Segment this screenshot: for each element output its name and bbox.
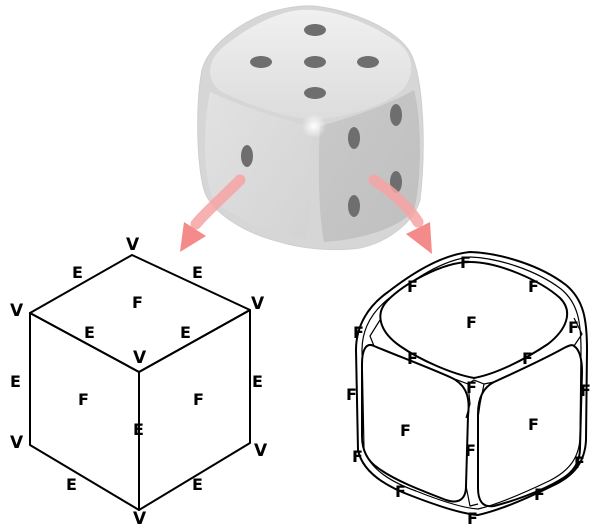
cube-left-face — [29, 312, 140, 511]
pip — [390, 104, 402, 126]
face-label: F — [522, 349, 533, 368]
edge-label: E — [66, 475, 77, 494]
bevel-line — [573, 317, 583, 347]
vertex-label: V — [251, 294, 265, 314]
die-image — [197, 5, 424, 251]
bevel-line — [369, 319, 381, 347]
vertex-label: V — [254, 441, 268, 461]
face-label: F — [132, 293, 143, 312]
face-label: F — [580, 381, 591, 400]
face-label: F — [400, 421, 411, 440]
pip — [250, 56, 272, 68]
pip — [357, 56, 379, 68]
bevel-line — [465, 383, 471, 419]
face-label: F — [528, 277, 539, 296]
face-label: F — [466, 378, 477, 397]
face-label: F — [407, 277, 418, 296]
rounded-die-top-face — [379, 261, 569, 379]
face-label: F — [460, 253, 471, 272]
rounded-die-left-face — [361, 344, 470, 503]
cube-diagram — [29, 254, 251, 511]
bevel-line — [451, 377, 495, 385]
face-label: F — [465, 441, 476, 460]
pip — [348, 127, 360, 149]
edge-label: E — [10, 372, 21, 391]
face-label: F — [466, 313, 477, 332]
pip — [241, 145, 253, 167]
die-right-face — [318, 90, 420, 242]
face-label: F — [78, 390, 89, 409]
face-label: F — [407, 349, 418, 368]
face-label: F — [346, 385, 357, 404]
face-label: F — [568, 318, 579, 337]
face-label: F — [352, 447, 363, 466]
face-label: F — [395, 482, 406, 501]
pip — [304, 24, 326, 36]
rounded-die-labels: F F F F F F F F F F F F F F F F F F F — [346, 253, 591, 526]
vertex-label: V — [10, 433, 24, 453]
die-left-face — [205, 92, 312, 240]
rounded-die-diagram — [355, 251, 588, 516]
face-label: F — [534, 485, 545, 504]
rounded-die-outline-inner — [361, 256, 582, 510]
edge-label: E — [84, 323, 95, 342]
edge-label: E — [72, 263, 83, 282]
face-label: F — [353, 323, 364, 342]
rounded-die-right-face — [477, 344, 583, 508]
edge-label: E — [192, 263, 203, 282]
vertex-label: V — [133, 509, 147, 526]
vertex-label: V — [133, 348, 147, 368]
pip — [304, 56, 326, 68]
die-highlight — [302, 114, 326, 138]
face-label: F — [528, 415, 539, 434]
arrow-to-cube — [180, 174, 246, 252]
edge-label: E — [252, 372, 263, 391]
face-label: F — [193, 390, 204, 409]
edge-label: E — [180, 323, 191, 342]
vertex-label: V — [126, 235, 140, 255]
face-label: F — [574, 453, 585, 472]
edge-label: E — [192, 475, 203, 494]
cube-labels: V V V V V V V E E E E E E E E E F F F — [10, 235, 268, 526]
face-label: F — [467, 509, 478, 526]
bevel-line — [477, 383, 485, 419]
rounded-die-outline — [355, 251, 588, 516]
edge-label: E — [133, 420, 144, 439]
pip — [348, 195, 360, 217]
vertex-label: V — [10, 301, 24, 321]
bevel-line — [465, 485, 479, 507]
arrow-to-rounded-die — [368, 174, 432, 254]
cube-right-face — [138, 309, 251, 511]
pip — [304, 87, 326, 99]
